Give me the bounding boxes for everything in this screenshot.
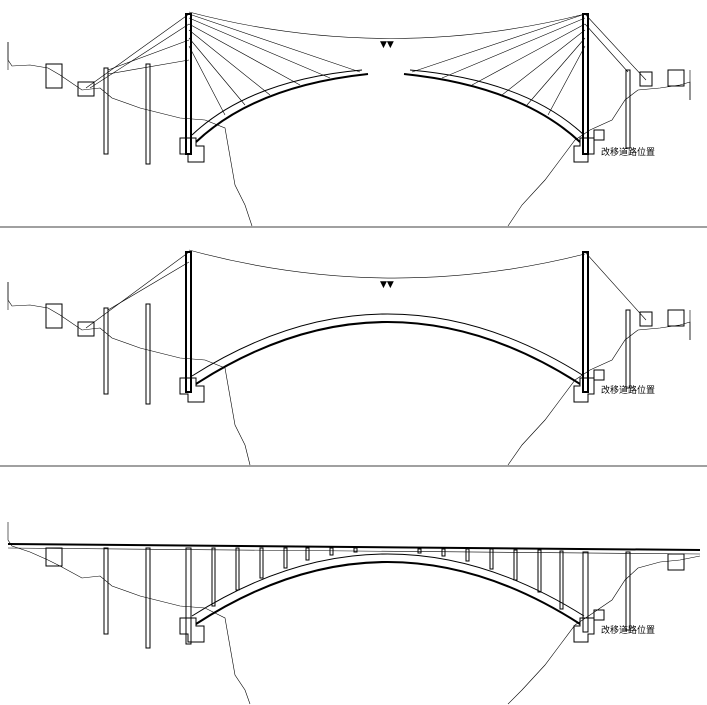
stage-1-right-half-arch xyxy=(403,73,581,143)
stage-2-road-marker xyxy=(593,369,605,381)
stage-3-road-label: 改移道路位置 xyxy=(601,624,655,636)
stage-3-left-pier-3 xyxy=(185,547,192,645)
stage-3-left-abutment xyxy=(45,547,63,567)
stage-1-left-half-arch xyxy=(195,73,369,143)
stage-3-terrain-left xyxy=(7,522,251,705)
stage-2-left-pier-2 xyxy=(145,303,151,405)
stage-2-right-pier-1 xyxy=(625,309,631,389)
stage-2-left-tower xyxy=(185,251,192,393)
stage-3-right-abutment xyxy=(667,553,685,571)
stage-3-deck xyxy=(7,543,701,551)
stage-1-right-pier-1 xyxy=(625,69,631,149)
stage-3-right-pier-1 xyxy=(625,551,631,631)
stage-1-right-anchor-block xyxy=(639,71,653,87)
stage-1-road-label: 改移道路位置 xyxy=(601,146,655,158)
stage-3-spandrel-columns xyxy=(211,547,564,610)
stage-2-backstays xyxy=(85,251,647,329)
stage-1-left-abutment xyxy=(45,63,63,89)
stage-1-trolley-icon: ▼▼ xyxy=(380,40,394,50)
stage-1-right-tower xyxy=(582,13,589,155)
stage-1-left-pier-1 xyxy=(103,67,109,155)
stage-1-left-pier-2 xyxy=(145,63,151,165)
stage-2-left-abutment xyxy=(45,303,63,329)
stage-2-left-foundation xyxy=(179,377,205,403)
stage-1-right-cables xyxy=(411,13,647,116)
stage-2-terrain-right xyxy=(507,321,691,466)
stage-1-terrain-right xyxy=(507,81,691,227)
stage-3-right-pier-2 xyxy=(582,551,589,633)
stage-2-right-abutment xyxy=(667,309,685,327)
stage-3-main-arch xyxy=(195,561,581,625)
stage-1-cableway xyxy=(188,11,586,39)
stage-3-terrain-right xyxy=(507,555,701,705)
stage-1-diagram: ▼▼ 改移道路位置 xyxy=(7,11,691,227)
stage-1-left-tower xyxy=(185,13,192,155)
stage-3-right-foundation xyxy=(573,617,595,643)
stage-3-road-marker xyxy=(593,609,605,621)
stage-2-trolley-icon: ▼▼ xyxy=(380,280,394,290)
stage-1-terrain-left xyxy=(7,42,253,227)
stage-2-road-label: 改移道路位置 xyxy=(601,384,655,396)
stage-2-main-arch xyxy=(195,321,581,385)
stage-1-right-half-arch-top xyxy=(409,69,585,136)
stage-1-right-foundation xyxy=(573,137,595,163)
stage-3-left-foundation xyxy=(179,617,205,643)
stage-3-diagram: 改移道路位置 xyxy=(7,522,701,705)
stage-1-left-half-arch-top xyxy=(191,69,363,136)
stage-2-cableway xyxy=(188,249,586,279)
stage-3-left-pier-2 xyxy=(145,547,151,649)
stage-1-left-anchor-block xyxy=(77,81,95,97)
stage-2-left-anchor-block xyxy=(77,321,95,337)
stage-2-right-foundation xyxy=(573,377,595,403)
stage-2-left-pier-1 xyxy=(103,307,109,395)
stage-2-right-tower xyxy=(582,251,589,393)
stage-3-left-pier-1 xyxy=(103,547,109,635)
stage-2-diagram: ▼▼ 改移道路位置 xyxy=(7,249,691,466)
stage-2-main-arch-top xyxy=(191,313,585,377)
stage-1-right-abutment xyxy=(667,69,685,87)
stage-2-terrain-left xyxy=(7,282,251,466)
stage-2-right-anchor-block xyxy=(639,311,653,327)
stage-1-left-cables xyxy=(85,13,361,116)
stage-1-road-marker xyxy=(593,129,605,141)
stage-3-main-arch-top xyxy=(191,553,585,617)
